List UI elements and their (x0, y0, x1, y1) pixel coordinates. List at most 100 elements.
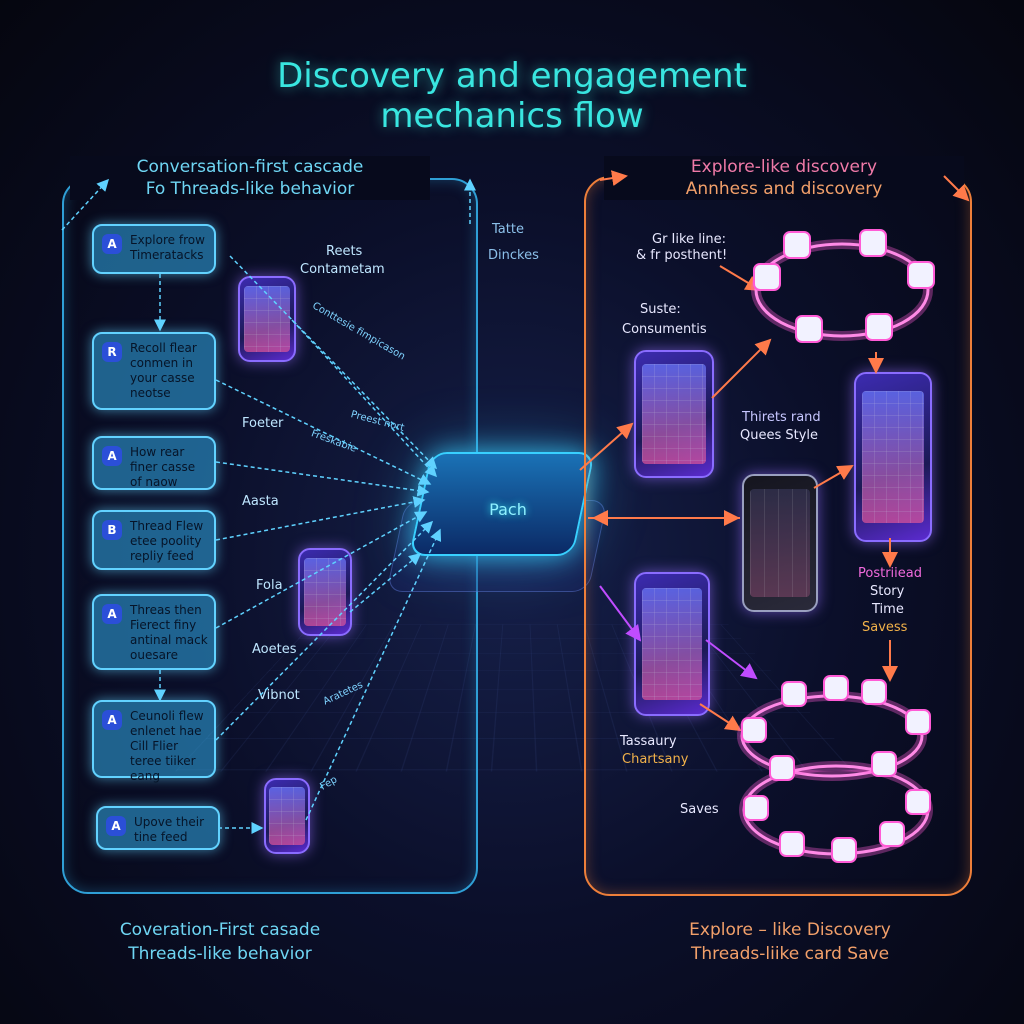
connector-arrow (599, 585, 642, 642)
label-time: Time (872, 602, 904, 617)
app-icon: A (106, 816, 126, 836)
connector-arrow (699, 703, 742, 732)
label-tassaury: Tassaury (620, 734, 677, 749)
app-icon: A (102, 710, 122, 730)
flow-card-7[interactable]: A Upove their tine feed (96, 806, 220, 850)
app-icon: A (102, 446, 122, 466)
flow-card-1[interactable]: A Explore frow Timeratacks (92, 224, 216, 274)
ring-node (879, 821, 905, 847)
label-contametam: Contametam (300, 262, 385, 277)
flow-card-6[interactable]: A Ceunoli flew enlenet hae Cill Flier te… (92, 700, 216, 783)
center-faint-label: Tatte (492, 222, 524, 237)
label-thirets: Thirets rand (742, 410, 821, 425)
connector-arrow (813, 464, 854, 489)
connector-arrow (705, 639, 758, 680)
connector-arrow (349, 553, 422, 613)
label-savess: Savess (862, 620, 908, 635)
connector-arrow (215, 511, 428, 629)
connector-arrow (215, 520, 434, 741)
ring-node (861, 679, 887, 705)
engagement-ring-bottom (737, 675, 933, 863)
label-reets: Reets (326, 244, 363, 259)
app-icon: B (102, 520, 122, 540)
right-footer-line2: Threads-liike card Save (690, 944, 890, 964)
connector-arrow (215, 461, 430, 497)
ring-node (905, 709, 931, 735)
phone-mockup (634, 572, 710, 716)
connector-arrow (215, 496, 426, 541)
flow-card-text: How rear finer casse of naow (130, 445, 196, 489)
connector-arrow (215, 379, 432, 485)
connector-arrow (943, 175, 970, 202)
left-panel-header: Conversation-first cascade Fo Threads-li… (70, 156, 430, 200)
label-chartsany: Chartsany (622, 752, 689, 767)
flow-card-3[interactable]: A How rear finer casse of naow (92, 436, 216, 490)
label-story: Story (870, 584, 905, 599)
connector-arrow (579, 422, 634, 471)
label-foeter: Foeter (242, 416, 284, 431)
left-panel-footer: Coveration-First casade Threads-like beh… (30, 918, 410, 966)
connector-arrow (599, 170, 628, 187)
left-footer-line2: Threads-like behavior (128, 944, 312, 964)
connector-arrow (291, 319, 438, 478)
ring-node (769, 755, 795, 781)
phone-mockup (264, 778, 310, 854)
ring-node (865, 313, 893, 341)
ring-node (741, 717, 767, 743)
ring-node (823, 675, 849, 701)
right-header-line1: Explore-like discovery (690, 157, 878, 177)
app-icon: A (102, 604, 122, 624)
flow-card-5[interactable]: A Threas then Fierect finy antinal mack … (92, 594, 216, 670)
connector-arrow (305, 528, 442, 821)
ring-node (905, 789, 931, 815)
label-postflead: Postriiead (858, 566, 922, 581)
label-posthent: & fr posthent! (636, 248, 728, 263)
label-aoetes: Aoetes (252, 642, 297, 657)
left-header-line2: Fo Threads-like behavior (145, 179, 355, 199)
flow-card-text: Recoll flear conmen in your casse neotse (130, 341, 197, 400)
label-aasta: Aasta (242, 494, 279, 509)
ring-node (753, 263, 781, 291)
phone-mockup (298, 548, 352, 636)
label-grlike: Gr Iike line: (652, 232, 727, 247)
connector-arrow (711, 338, 772, 399)
left-footer-line1: Coveration-First casade (119, 920, 321, 940)
ring-node (859, 229, 887, 257)
ring-node (743, 795, 769, 821)
left-header-line1: Conversation-first cascade (136, 157, 364, 177)
app-icon: R (102, 342, 122, 362)
label-vibnot: Vibnot (258, 688, 300, 703)
label-consumentis: Consumentis (622, 322, 707, 337)
right-panel-header: Explore-like discovery Annhess and disco… (604, 156, 964, 200)
label-suste: Suste: (640, 302, 681, 317)
ring-node (907, 261, 935, 289)
flow-card-2[interactable]: R Recoll flear conmen in your casse neot… (92, 332, 216, 410)
flow-card-text: Upove their tine feed (134, 815, 205, 844)
page-title-line2: mechanics flow (380, 96, 644, 136)
app-icon: A (102, 234, 122, 254)
phone-mockup-dark (742, 474, 818, 612)
ring-node (795, 315, 823, 343)
hub-label: Pach (489, 500, 527, 519)
connector-arrow (229, 255, 438, 470)
engagement-ring-top (751, 229, 935, 343)
label-queesstyle: Quees Style (740, 428, 819, 443)
flow-card-text: Ceunoli flew enlenet hae Cill Flier tere… (130, 709, 204, 783)
page-title: Discovery and engagement (277, 56, 747, 96)
flow-card-text: Explore frow Timeratacks (130, 233, 205, 262)
ring-node (871, 751, 897, 777)
phone-mockup (854, 372, 932, 542)
phone-mockup (634, 350, 714, 478)
label-saves: Saves (680, 802, 719, 817)
flow-card-4[interactable]: B Thread Flew etee poolity repliy feed (92, 510, 216, 570)
connector-arrow (61, 178, 110, 231)
flow-card-text: Thread Flew etee poolity repliy feed (130, 519, 204, 563)
label-fola: Fola (256, 578, 283, 593)
ring-node (831, 837, 857, 863)
right-footer-line1: Explore – like Discovery (689, 920, 891, 940)
right-panel-footer: Explore – like Discovery Threads-liike c… (600, 918, 980, 966)
flow-card-text: Threas then Fierect finy antinal mack ou… (130, 603, 208, 662)
ring-node (781, 681, 807, 707)
ring-node (783, 231, 811, 259)
